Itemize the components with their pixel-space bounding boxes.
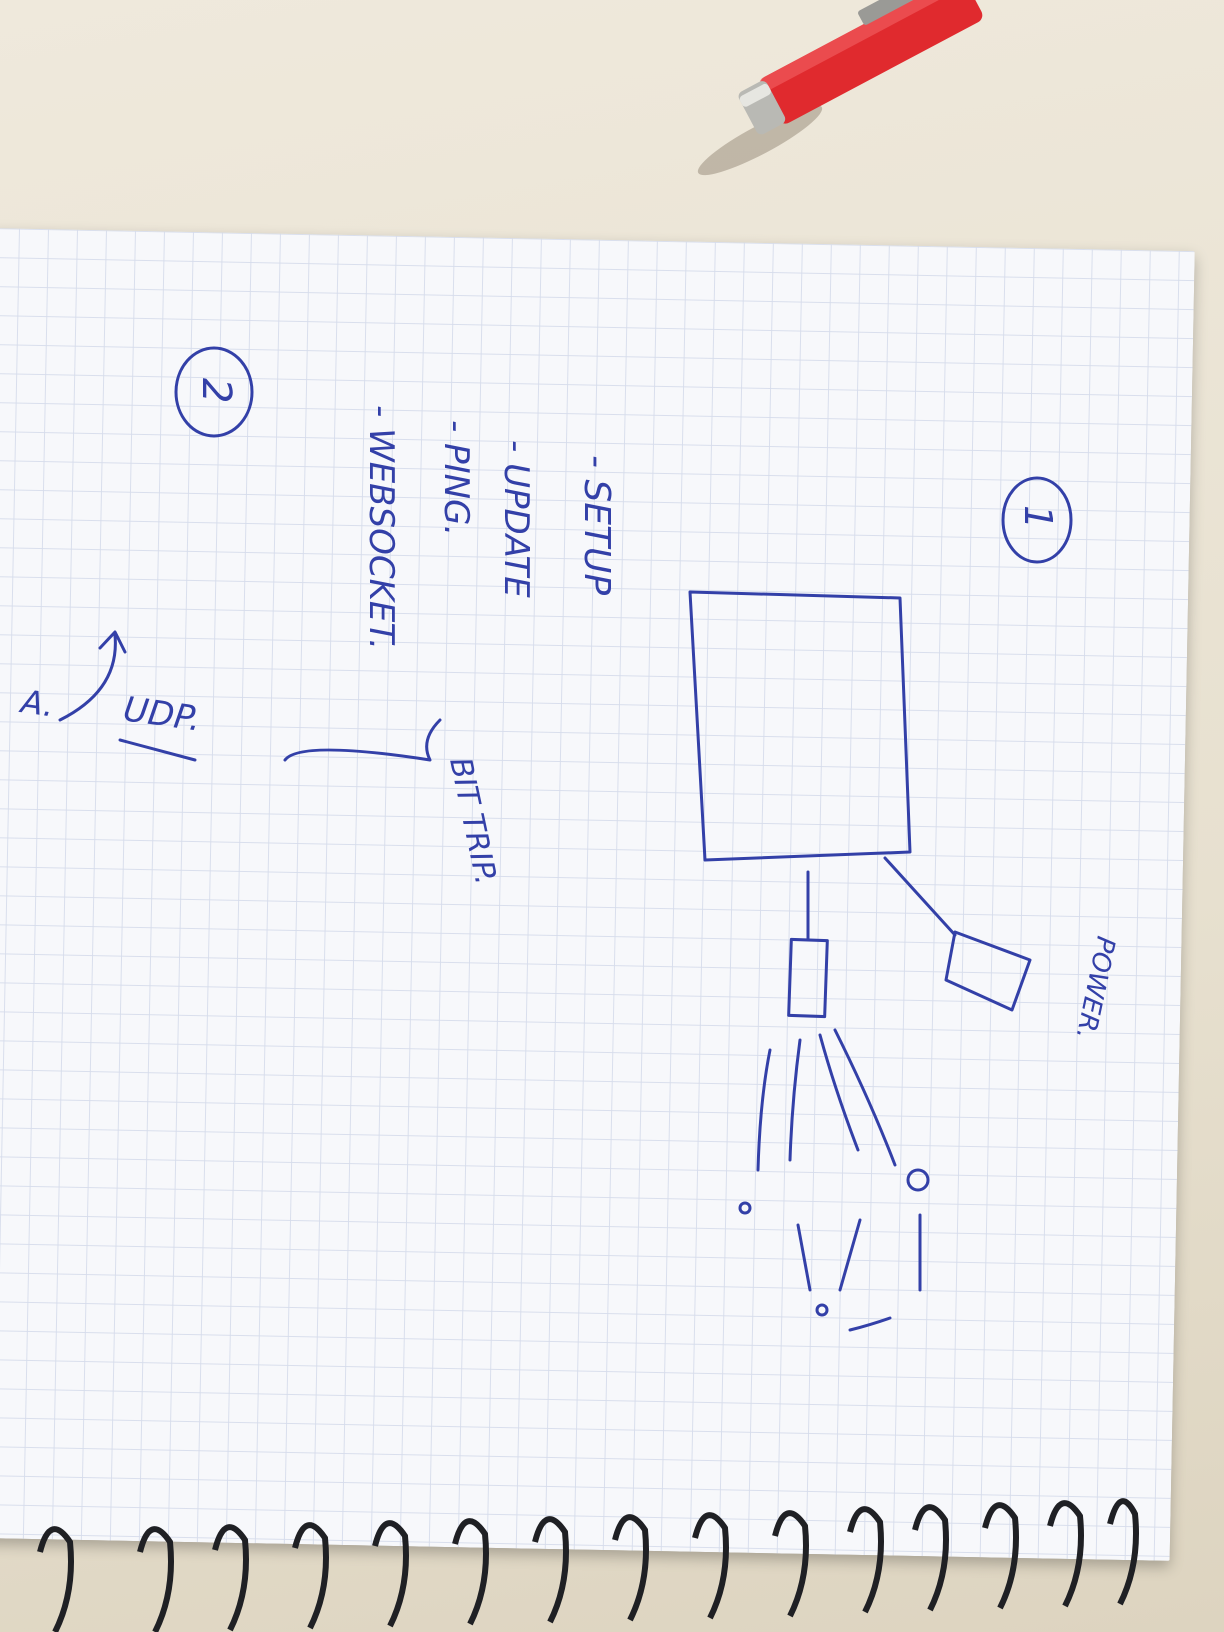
connector-box [787, 937, 829, 1019]
end-node [906, 1168, 930, 1192]
brace-label: BIT TRIP. [442, 754, 503, 887]
protocol-label: UDP. [121, 689, 204, 739]
arrow [58, 633, 117, 722]
circle-2 [174, 346, 254, 438]
spiral-binding [37, 1498, 1139, 1632]
circle-1-label: 1 [1016, 505, 1060, 529]
circle-1 [1001, 476, 1073, 564]
main-box [688, 590, 912, 862]
circle-2-label: 2 [193, 378, 239, 403]
list-item-update: - UPDATE [496, 440, 536, 598]
power-label: POWER. [1069, 934, 1120, 1043]
power-plug [944, 930, 1032, 1012]
list-item-websocket: - WEBSOCKET. [361, 405, 401, 650]
list-item-ping: - PING. [436, 420, 476, 536]
arrow-label: A. [17, 682, 57, 724]
list-item-setup: - SETUP [576, 455, 617, 595]
pen [697, 0, 983, 176]
